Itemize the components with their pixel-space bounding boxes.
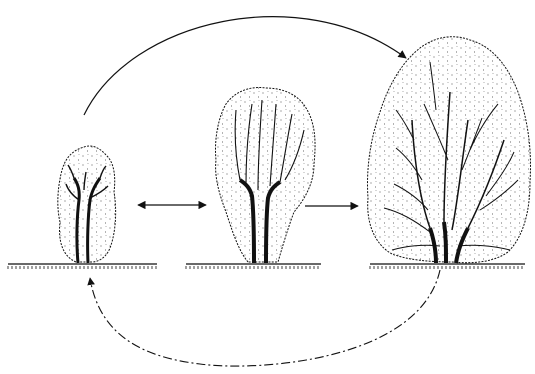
large-tree	[368, 37, 531, 269]
dash-dot-cycle-arrow	[90, 270, 440, 366]
medium-tree	[186, 88, 321, 269]
small-shrub	[8, 146, 157, 269]
